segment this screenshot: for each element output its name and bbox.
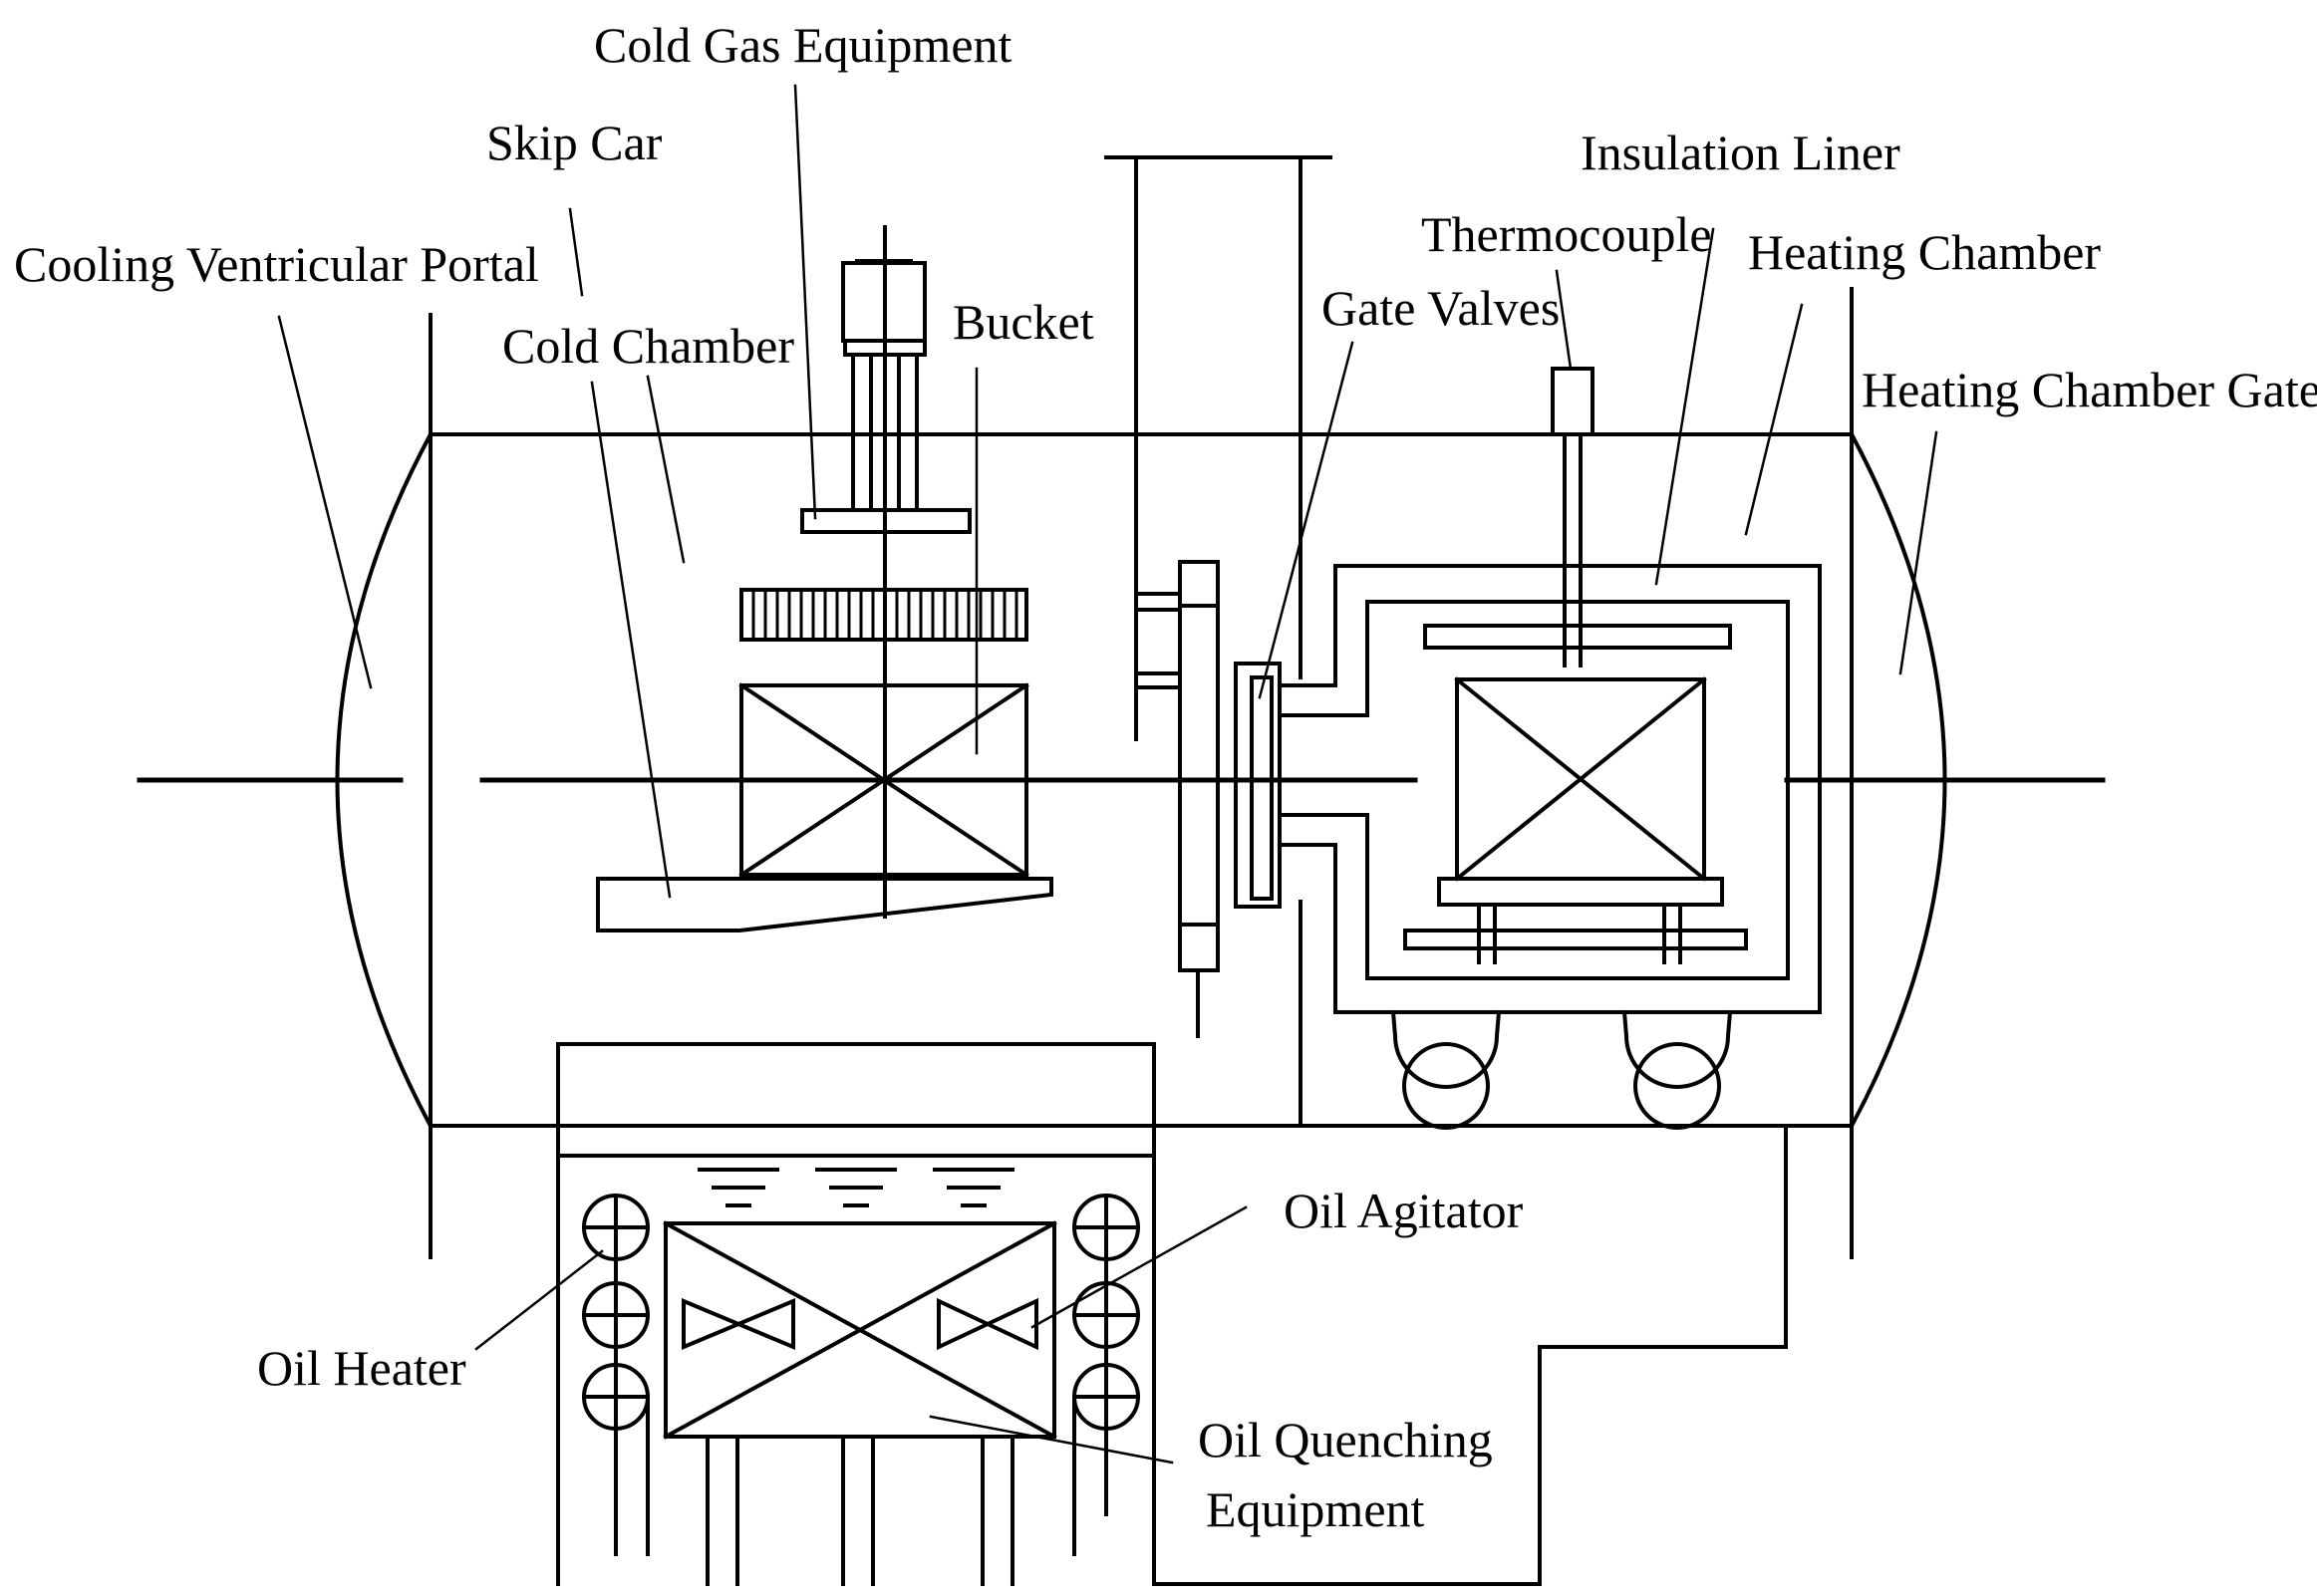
label-heating-chamber-gate: Heating Chamber Gate — [1862, 362, 2317, 417]
label-cold-chamber: Cold Chamber — [502, 318, 794, 374]
fan-blade — [739, 588, 1028, 642]
oil-heater-left — [582, 1194, 650, 1556]
thermocouple — [1551, 367, 1594, 667]
label-oil-quenching: Oil Quenching — [1198, 1412, 1493, 1467]
bucket — [738, 682, 1029, 878]
label-oil-heater: Oil Heater — [257, 1340, 466, 1396]
gate-valves — [1134, 560, 1282, 1038]
trolley-wheels — [1390, 1009, 1733, 1130]
leader-lines — [277, 84, 1938, 1464]
label-cooling-ventricular-portal: Cooling Ventricular Portal — [14, 236, 539, 292]
skip-car-platform — [596, 877, 1053, 932]
oil-agitators — [682, 1297, 1038, 1351]
vertical-divider-duct — [1104, 155, 1332, 1128]
labels: Cold Gas Equipment Skip Car Cooling Vent… — [14, 17, 2317, 1537]
label-heating-chamber: Heating Chamber — [1748, 224, 2101, 280]
furnace-shell — [335, 287, 1947, 1259]
quench-basket — [663, 1220, 1057, 1586]
heating-chamber-insulation — [1278, 564, 1822, 1014]
label-skip-car: Skip Car — [486, 115, 663, 170]
label-oil-agitator: Oil Agitator — [1284, 1183, 1524, 1238]
label-thermocouple: Thermocouple — [1421, 206, 1712, 262]
label-gate-valves: Gate Valves — [1321, 280, 1560, 336]
oil-heater-right — [1072, 1194, 1140, 1556]
label-oil-quenching-equipment: Equipment — [1206, 1481, 1425, 1537]
cold-gas-equipment — [800, 225, 972, 919]
label-bucket: Bucket — [953, 294, 1094, 350]
heating-workpiece — [1403, 676, 1748, 964]
label-cold-gas-equipment: Cold Gas Equipment — [594, 17, 1013, 73]
oil-quench-tank — [556, 1042, 1788, 1586]
label-insulation-liner: Insulation Liner — [1581, 125, 1900, 180]
